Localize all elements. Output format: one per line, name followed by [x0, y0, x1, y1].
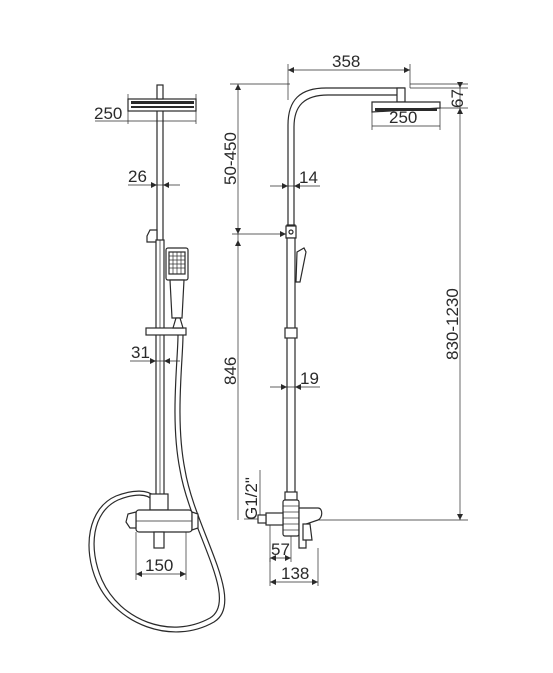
dim-side-valve-height: 846 [221, 234, 241, 520]
dim-label: 830-1230 [443, 288, 462, 360]
dim-side-head-width: 250 [371, 108, 441, 130]
dim-label: 358 [332, 52, 360, 71]
dim-front-valve-spacing: 150 [135, 532, 187, 580]
front-hand-holder [145, 327, 187, 336]
dim-label: 150 [145, 556, 173, 575]
dim-label: 846 [221, 357, 240, 385]
dim-front-lower-pipe: 31 [130, 343, 180, 364]
side-hand-holder [284, 327, 298, 339]
dim-side-head-thickness: 67 [410, 82, 468, 114]
dim-label: 57 [271, 540, 290, 559]
front-hose [93, 334, 221, 628]
dim-label: 31 [131, 343, 150, 362]
front-view: 250 26 31 150 [88, 84, 226, 633]
dim-label: 19 [300, 369, 319, 388]
dim-label: 138 [281, 564, 309, 583]
side-hand-shower [295, 247, 307, 283]
side-lower-pipe [286, 237, 296, 494]
dim-label: G1/2" [242, 477, 261, 520]
dim-side-upper-pipe: 14 [270, 168, 320, 189]
side-shower-arm [287, 87, 405, 225]
side-view: 358 67 250 50-450 [221, 52, 468, 586]
dim-label: 250 [94, 104, 122, 123]
dim-side-arm-reach: 358 [287, 52, 411, 100]
dim-side-valve-depth: 138 [269, 548, 319, 586]
dim-label: 250 [389, 108, 417, 127]
dim-front-upper-pipe: 26 [128, 167, 180, 188]
dim-label: 14 [299, 168, 318, 187]
side-head-nozzles [375, 108, 437, 111]
dim-side-wall-offset: 57 [269, 525, 292, 562]
dim-side-adjust-range: 50-450 [221, 83, 290, 234]
front-shower-head [127, 98, 197, 112]
dim-label: 67 [448, 89, 467, 108]
dim-side-total-height: 830-1230 [318, 83, 468, 521]
front-spout [153, 531, 165, 549]
dim-label: 26 [128, 167, 147, 186]
dim-front-head-width: 250 [94, 94, 197, 124]
dim-label: 50-450 [221, 132, 240, 185]
front-valve-connector [149, 493, 169, 511]
side-wall-connector [265, 512, 284, 526]
dim-side-lower-pipe: 19 [270, 369, 320, 390]
front-head-nozzles [131, 101, 194, 108]
dim-side-thread: G1/2" [242, 470, 261, 520]
